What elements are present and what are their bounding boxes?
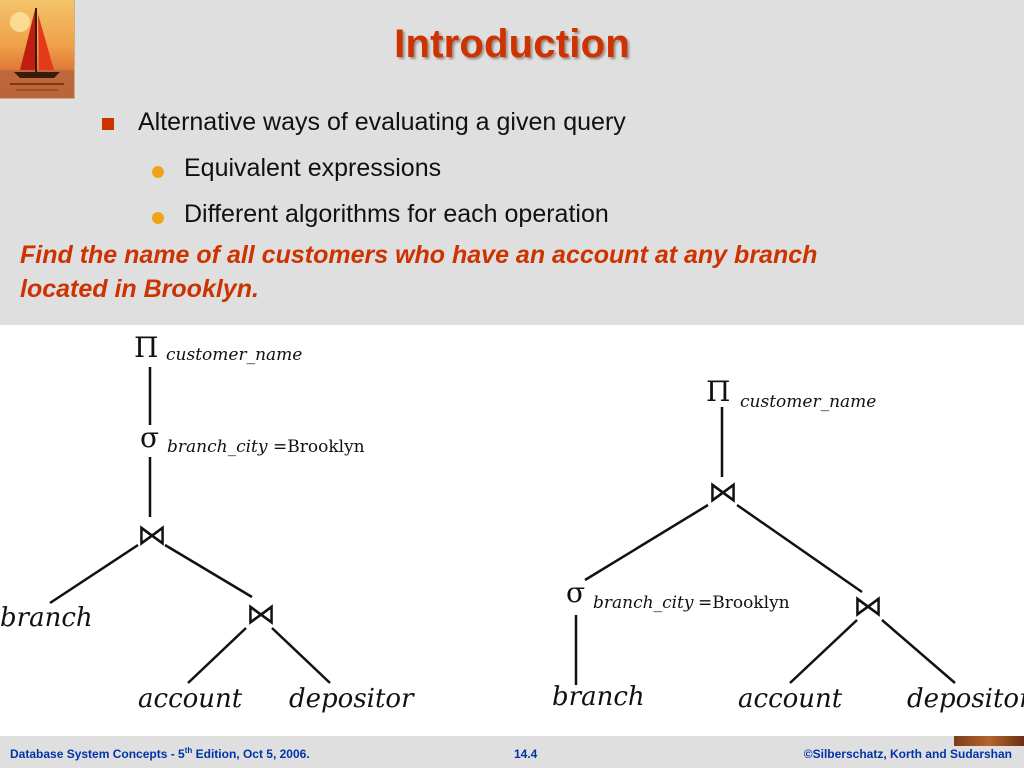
relation-branch: branch <box>552 682 645 712</box>
expression-trees-figure: Π customer_name σ branch_city =Brooklyn … <box>0 325 1024 736</box>
projection-pi-symbol: Π <box>706 375 730 408</box>
sailboat-logo <box>0 0 75 99</box>
projection-attribute: customer_name <box>166 345 302 365</box>
query-question: Find the name of all customers who have … <box>20 238 1000 306</box>
slide-footer: Database System Concepts - 5th Edition, … <box>0 736 1024 768</box>
footer-slide-number: 14.4 <box>514 747 538 761</box>
footer-book-title: Database System Concepts - 5th Edition, … <box>10 746 310 762</box>
footer-decoration <box>954 736 1024 746</box>
join-symbol: ⋈ <box>246 597 276 632</box>
projection-pi-symbol: Π <box>134 331 158 364</box>
question-line: located in Brooklyn. <box>20 275 259 303</box>
footer-copyright: ©Silberschatz, Korth and Sudarshan <box>803 747 1012 761</box>
relation-depositor: depositor <box>289 684 415 714</box>
selection-value: =Brooklyn <box>273 437 365 457</box>
subbullet-text: Different algorithms for each operation <box>184 200 609 228</box>
projection-attribute: customer_name <box>740 392 876 412</box>
question-line: Find the name of all customers who have … <box>20 241 818 269</box>
relation-depositor: depositor <box>907 684 1024 714</box>
relation-account: account <box>138 684 243 714</box>
bullet-text: Alternative ways of evaluating a given q… <box>138 108 626 136</box>
selection-value: =Brooklyn <box>698 593 790 613</box>
selection-attribute: branch_city <box>593 593 694 613</box>
right-expression-tree: Π customer_name ⋈ σ branch_city =Brookly… <box>552 375 1024 714</box>
round-bullet-icon <box>152 212 164 224</box>
join-symbol: ⋈ <box>137 518 167 553</box>
relation-branch: branch <box>0 603 93 633</box>
relation-account: account <box>738 684 843 714</box>
slide-title: Introduction <box>394 22 630 66</box>
selection-sigma-symbol: σ <box>140 421 159 454</box>
square-bullet-icon <box>102 118 114 130</box>
round-bullet-icon <box>152 166 164 178</box>
selection-attribute: branch_city <box>167 437 268 457</box>
selection-sigma-symbol: σ <box>566 576 585 609</box>
subbullet-text: Equivalent expressions <box>184 154 442 182</box>
join-symbol: ⋈ <box>708 475 738 510</box>
left-expression-tree: Π customer_name σ branch_city =Brooklyn … <box>0 331 415 714</box>
join-symbol: ⋈ <box>853 589 883 624</box>
